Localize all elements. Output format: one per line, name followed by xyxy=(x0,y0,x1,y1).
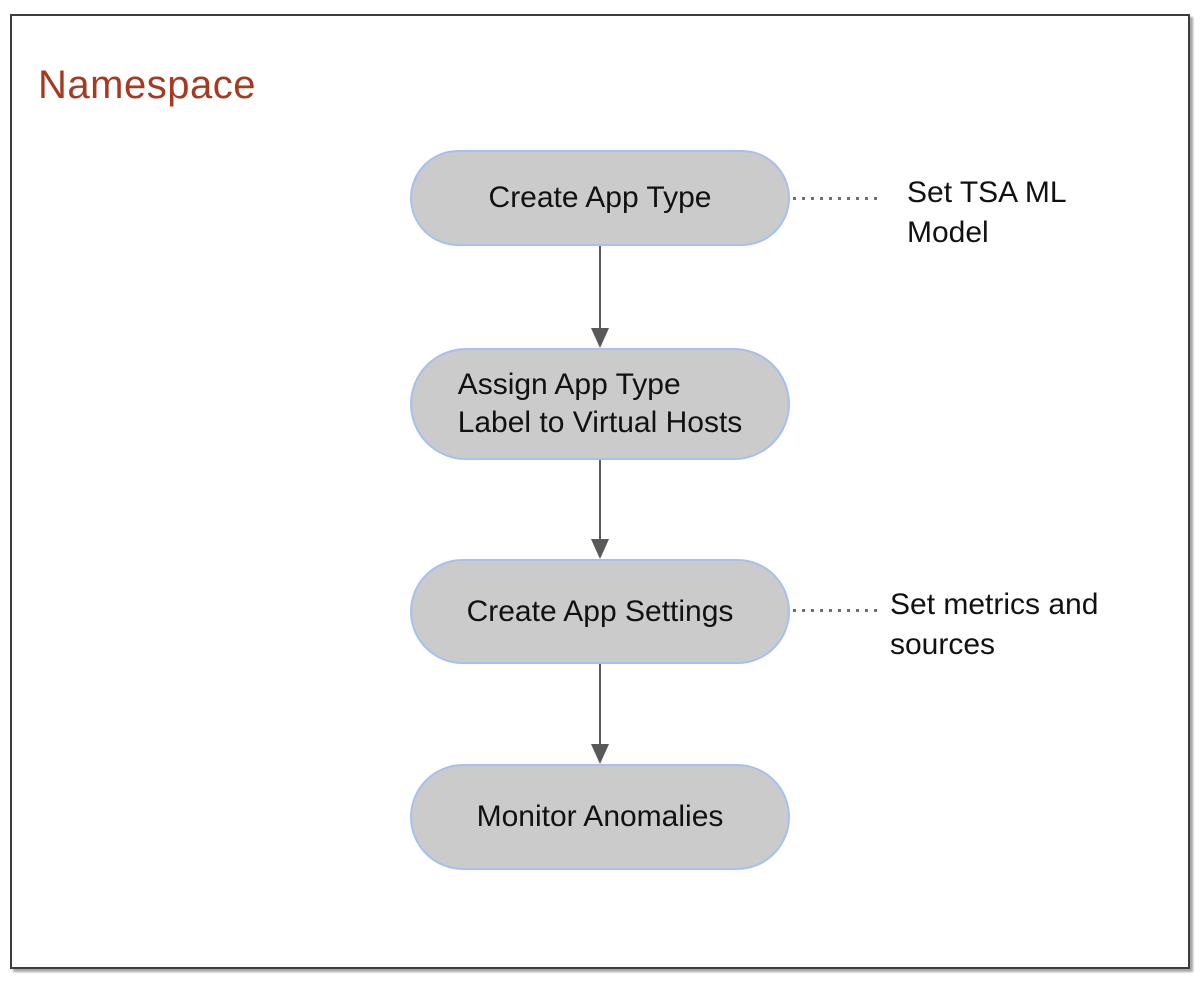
flow-node-create-app-type: Create App Type xyxy=(410,150,790,246)
node-label-block: Assign App Type Label to Virtual Hosts xyxy=(458,366,743,442)
arrow-down-icon xyxy=(591,460,609,559)
annotation-text: Model xyxy=(907,216,989,249)
node-label: Monitor Anomalies xyxy=(476,800,724,833)
page-title: Namespace xyxy=(38,63,256,107)
flow-node-monitor-anomalies: Monitor Anomalies xyxy=(410,764,790,870)
dotted-connector xyxy=(793,609,877,612)
node-label: Create App Type xyxy=(488,181,712,214)
diagram-canvas: Namespace Create App Type Assign App Typ… xyxy=(10,14,1190,969)
annotation-text: Set TSA ML xyxy=(907,176,1067,209)
annotation-set-tsa-ml-model: Set TSA ML Model xyxy=(907,173,1067,253)
annotation-text: sources xyxy=(890,628,996,661)
annotation-text: Set metrics and xyxy=(890,588,1099,621)
arrow-down-icon xyxy=(591,664,609,764)
node-label: Create App Settings xyxy=(466,594,734,628)
node-label: Assign App Type xyxy=(457,368,681,401)
flow-node-assign-app-type-label: Assign App Type Label to Virtual Hosts xyxy=(410,348,790,460)
node-label-block: Monitor Anomalies xyxy=(477,798,724,836)
flow-node-create-app-settings: Create App Settings xyxy=(410,559,790,664)
dotted-connector xyxy=(793,197,879,200)
arrow-down-icon xyxy=(591,246,609,348)
node-label-block: Create App Type xyxy=(489,179,712,217)
node-label: Label to Virtual Hosts xyxy=(457,406,743,439)
annotation-set-metrics-and-sources: Set metrics and sources xyxy=(890,585,1098,665)
node-label-block: Create App Settings xyxy=(467,593,734,631)
